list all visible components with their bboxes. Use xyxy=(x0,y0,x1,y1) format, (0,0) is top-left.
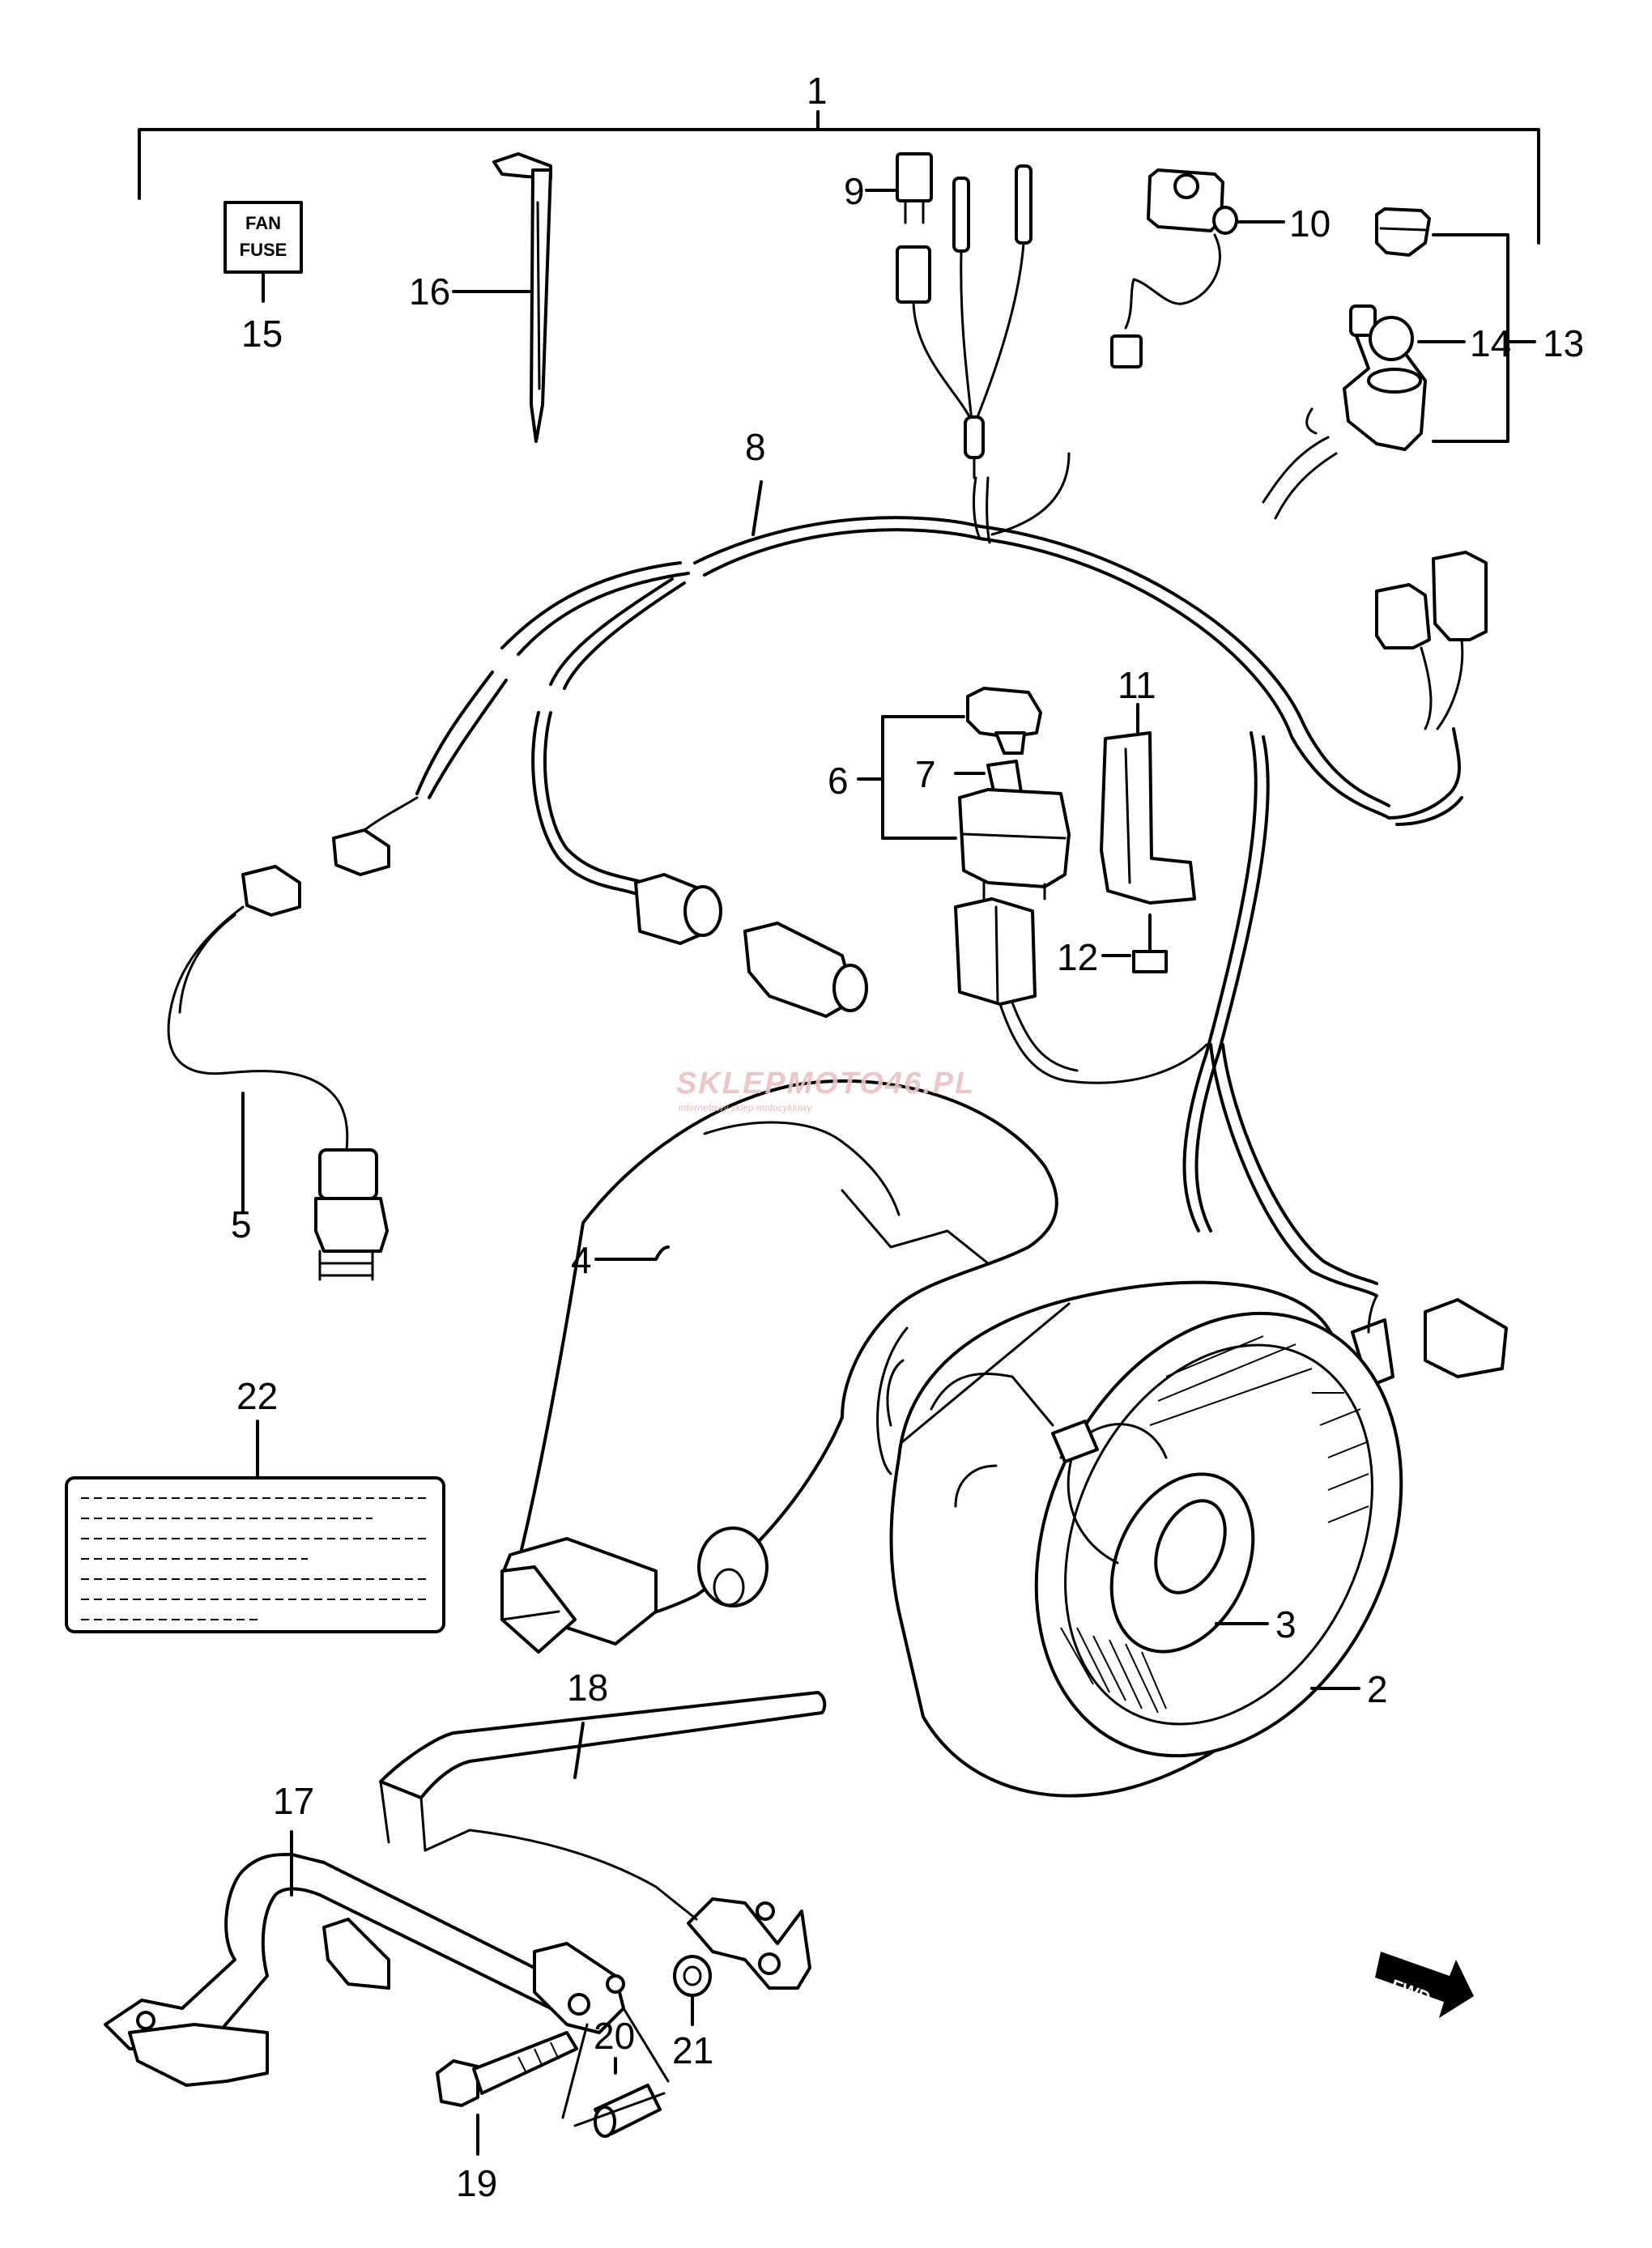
callout-5: 5 xyxy=(231,1203,252,1245)
fan-fuse-label xyxy=(224,201,303,303)
fuse-label-line1: FAN xyxy=(245,213,281,233)
harness-connectors-left xyxy=(634,873,868,1018)
callout-8: 8 xyxy=(745,426,766,468)
callout-18: 18 xyxy=(567,1667,608,1709)
callout-2: 2 xyxy=(1367,1668,1388,1710)
indicator-socket xyxy=(1262,207,1431,520)
wiring-harness xyxy=(415,452,1390,1297)
watermark-brand: SKLEPMOTO46.PL xyxy=(676,1067,975,1101)
callout-3: 3 xyxy=(1275,1603,1296,1646)
watermark: SKLEPMOTO46.PL internetowy sklep motocyk… xyxy=(676,1067,975,1113)
callout-4: 4 xyxy=(571,1239,592,1281)
callout-6: 6 xyxy=(828,760,849,802)
callout-19: 19 xyxy=(456,2162,497,2204)
fan-relay xyxy=(954,687,1208,1084)
callout-20: 20 xyxy=(594,2015,635,2057)
callout-10: 10 xyxy=(1289,202,1331,245)
callout-7: 7 xyxy=(915,753,936,795)
fan-bracket-rear xyxy=(104,1853,625,2087)
callout-15: 15 xyxy=(241,313,283,355)
fan-shroud xyxy=(500,1079,1058,1654)
assembly-bracket xyxy=(138,110,1540,245)
watermark-tagline: internetowy sklep motocyklowy xyxy=(679,1102,813,1113)
collar xyxy=(561,2007,670,2138)
relay-bracket xyxy=(1100,731,1196,905)
caution-label xyxy=(65,1476,445,1633)
indicator-bulb xyxy=(1349,304,1414,361)
fan-bracket-front xyxy=(379,1691,827,1990)
callout-22: 22 xyxy=(236,1375,278,1417)
bolt xyxy=(436,2031,578,2107)
callout-12: 12 xyxy=(1057,936,1098,978)
thermo-switch xyxy=(167,796,419,1281)
fuse-label-line2: FUSE xyxy=(240,240,287,260)
fan-blade-hatching xyxy=(1060,1335,1369,1714)
forward-direction-arrow: FWD xyxy=(1375,1952,1474,2018)
cooling-fan xyxy=(876,1280,1403,1798)
nut xyxy=(673,1955,712,1997)
connector-lower-right xyxy=(1351,1294,1508,1388)
callout-21: 21 xyxy=(672,2029,713,2071)
cable-tie xyxy=(492,152,552,443)
callout-17: 17 xyxy=(273,1780,314,1822)
fan-relay-socket xyxy=(1110,168,1238,368)
callout-1: 1 xyxy=(807,70,828,112)
callout-14: 14 xyxy=(1470,322,1511,364)
fuse xyxy=(896,152,933,224)
callout-11: 11 xyxy=(1118,664,1156,706)
screw-12 xyxy=(1132,913,1168,973)
callout-16: 16 xyxy=(409,270,450,313)
callout-13: 13 xyxy=(1543,322,1584,364)
callout-9: 9 xyxy=(844,170,865,212)
fuse-holder-wires xyxy=(896,164,1032,479)
harness-connectors-right xyxy=(1375,551,1488,826)
